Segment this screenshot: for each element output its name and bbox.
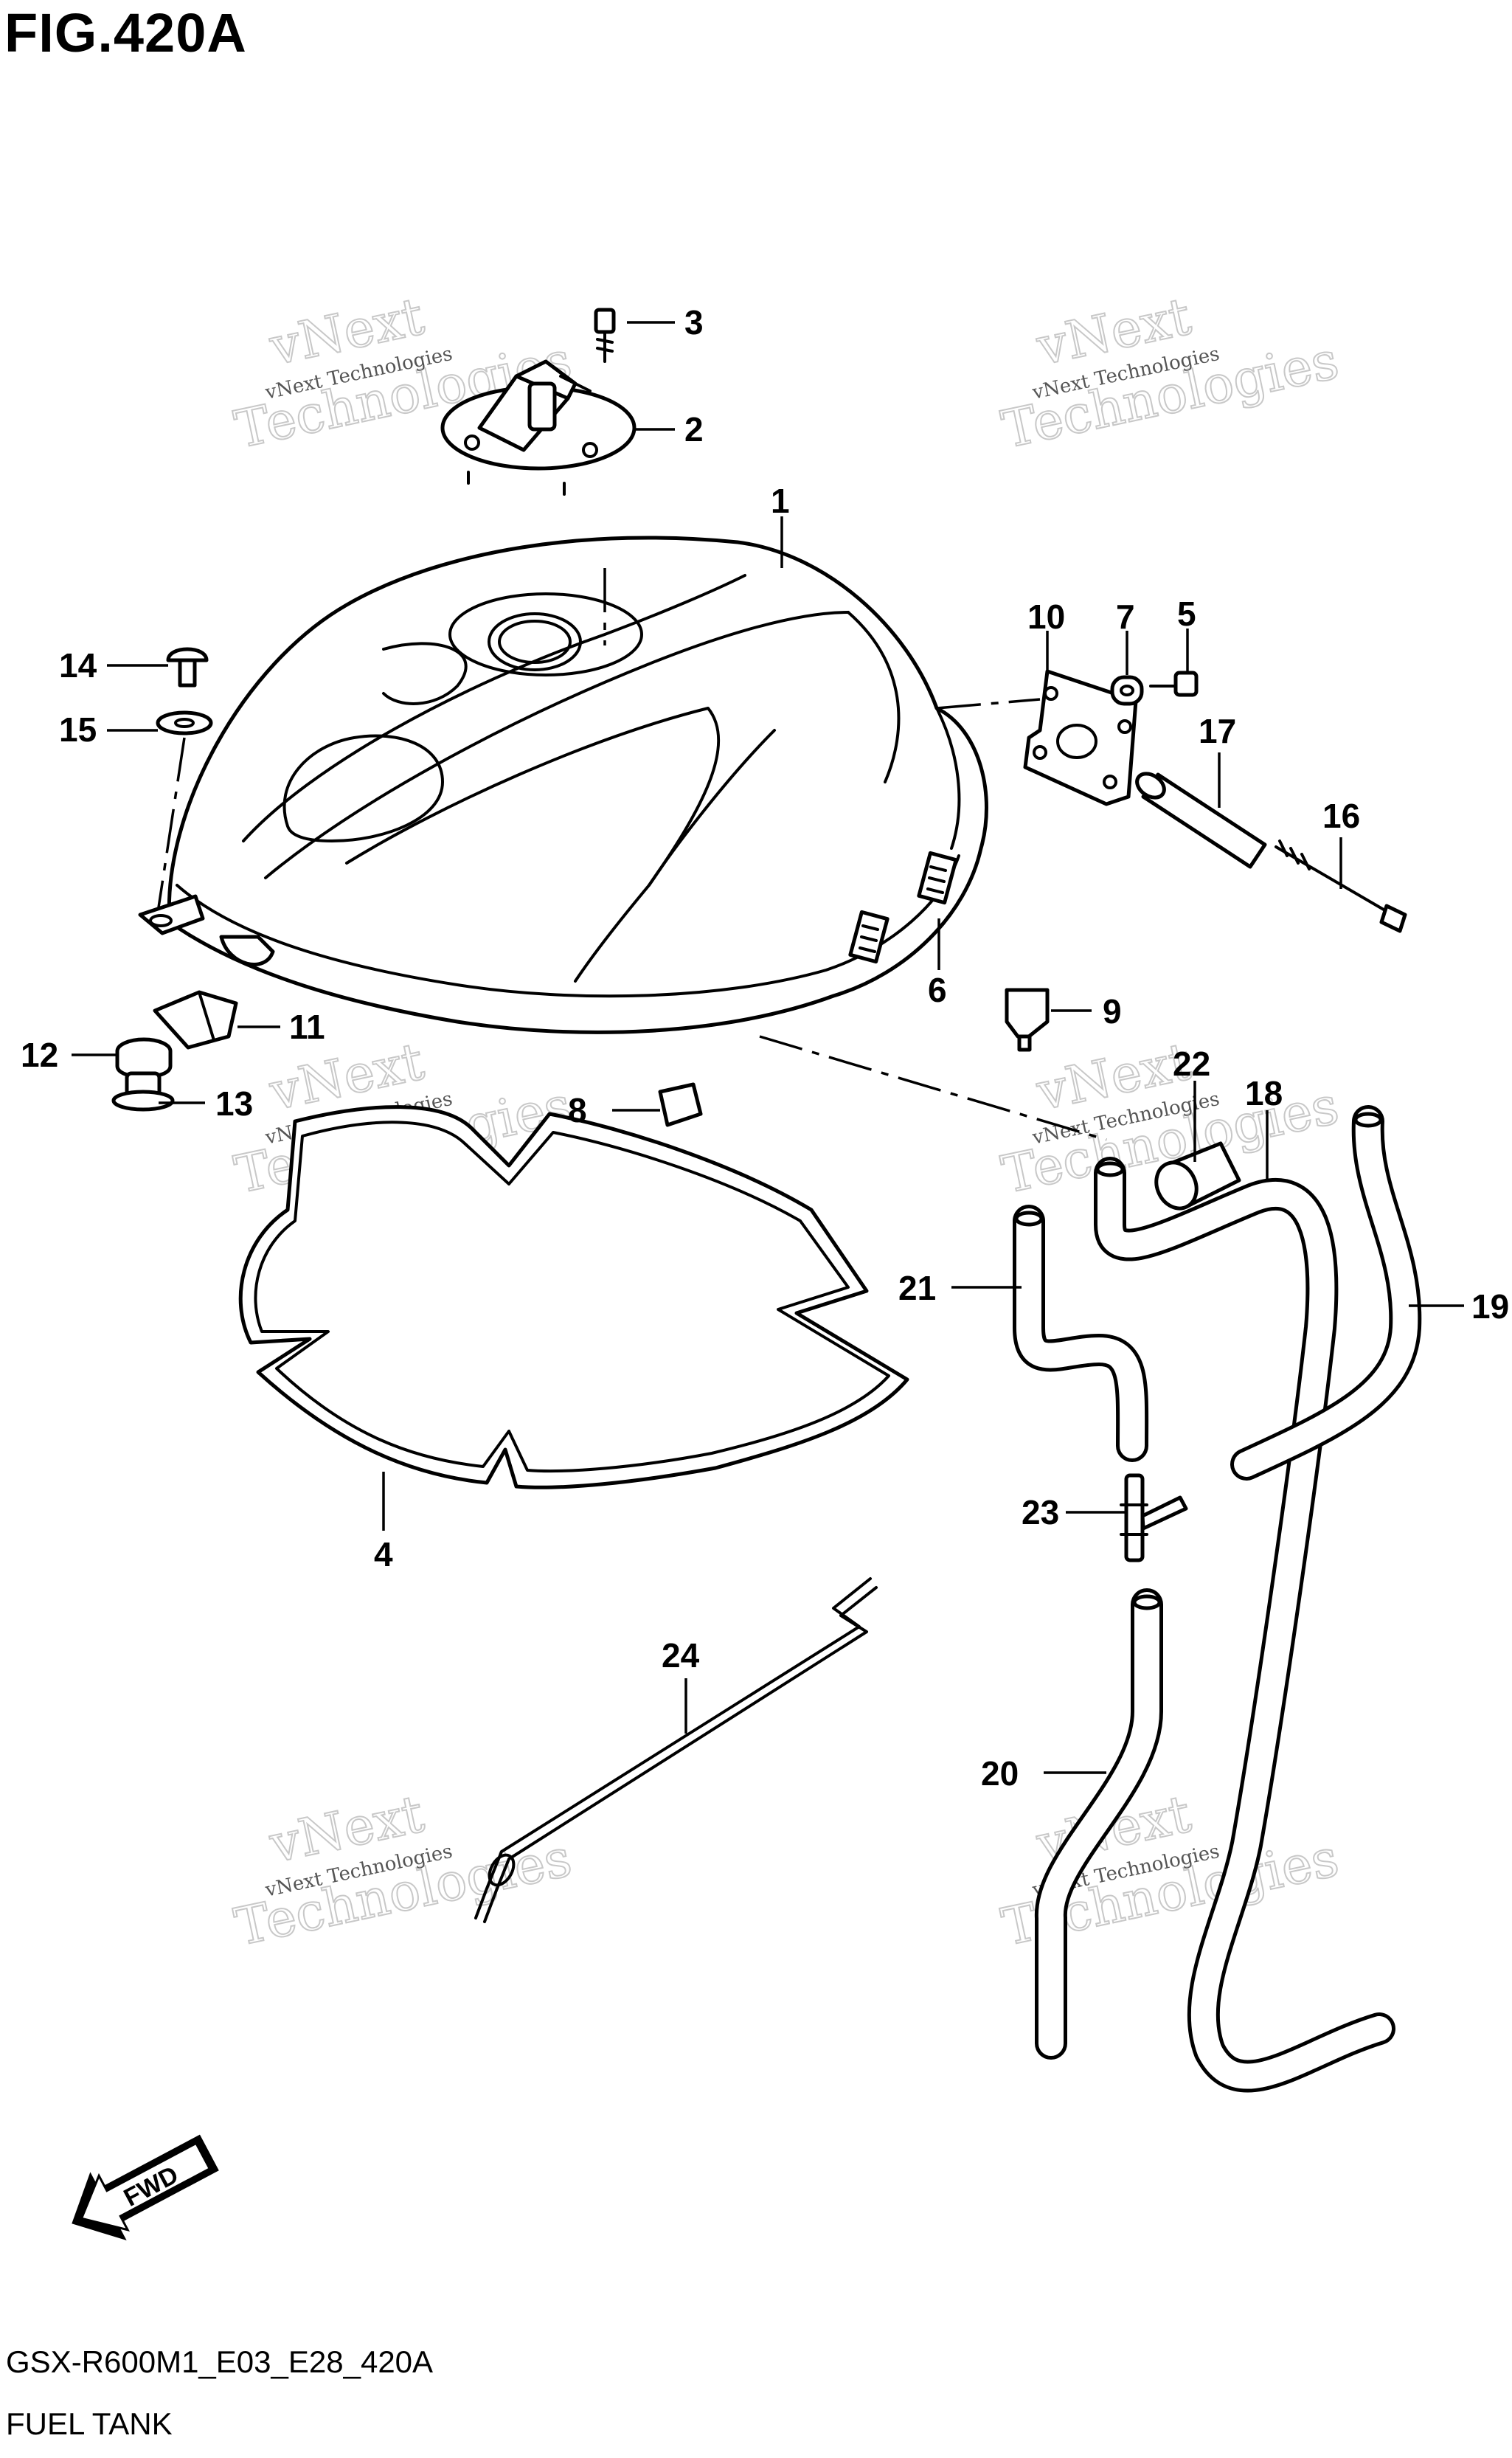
bolt-part-13[interactable] [111, 1071, 175, 1112]
callout-9: 9 [1103, 992, 1122, 1031]
rod-part-24[interactable] [474, 1577, 878, 1923]
figure-title: FIG.420A [4, 2, 247, 63]
watermark-bottom-left: vNext Technologies vNext Technologies [229, 1782, 577, 1958]
callout-18: 18 [1245, 1074, 1283, 1112]
figure-caption: FUEL TANK [6, 2406, 173, 2441]
collar-part-22[interactable] [1149, 1141, 1241, 1215]
callout-22: 22 [1173, 1045, 1210, 1083]
hose-part-21[interactable] [1013, 1205, 1149, 1462]
damper-part-11[interactable] [153, 990, 238, 1050]
callout-1: 1 [771, 482, 790, 520]
callout-19: 19 [1471, 1287, 1509, 1326]
collar-part-17[interactable] [1133, 769, 1267, 869]
fwd-arrow-icon: FWD [72, 2134, 219, 2241]
t-joint-part-23[interactable] [1120, 1473, 1188, 1562]
washer-part-15[interactable] [156, 710, 213, 735]
bolt-part-3[interactable] [594, 308, 616, 363]
hose-part-18[interactable] [1094, 1157, 1395, 2093]
callout-8: 8 [568, 1091, 587, 1129]
callout-13: 13 [215, 1084, 253, 1123]
callout-21: 21 [898, 1269, 936, 1307]
vent-grille-part-6[interactable] [917, 851, 958, 905]
vent-slot-left [848, 910, 889, 964]
clip-part-8[interactable] [658, 1082, 703, 1127]
callout-16: 16 [1322, 797, 1360, 835]
callout-23: 23 [1022, 1493, 1059, 1531]
fuel-cap-part-2[interactable] [440, 359, 637, 496]
callout-15: 15 [59, 710, 97, 749]
callout-11: 11 [289, 1008, 325, 1046]
bracket-plate-part-10[interactable] [1023, 669, 1138, 806]
leader-lines [72, 321, 1464, 1774]
callout-5: 5 [1177, 595, 1196, 633]
callout-10: 10 [1027, 598, 1065, 636]
callout-14: 14 [59, 646, 97, 685]
callout-12: 12 [21, 1036, 58, 1074]
callout-2: 2 [684, 410, 704, 449]
cushion-part-12[interactable] [115, 1037, 173, 1079]
watermark-top-right: vNext Technologies vNext Technologies [996, 285, 1344, 460]
valve-part-9[interactable] [1005, 988, 1050, 1052]
callout-labels: 3 2 1 10 7 5 17 16 14 15 11 12 13 6 9 8 … [21, 303, 1509, 1793]
screw-part-14[interactable] [166, 647, 209, 688]
bolt-part-16[interactable] [1275, 839, 1407, 933]
callout-7: 7 [1116, 598, 1135, 636]
grommet-part-7[interactable] [1110, 675, 1144, 706]
fuel-tank-part-1[interactable] [138, 536, 988, 1034]
callout-4: 4 [374, 1535, 393, 1574]
hose-part-20[interactable] [1034, 1588, 1163, 2060]
callout-6: 6 [928, 971, 947, 1009]
callout-20: 20 [981, 1754, 1019, 1793]
bolt-part-5[interactable] [1149, 671, 1199, 697]
model-code: GSX-R600M1_E03_E28_420A [6, 2344, 434, 2379]
callout-17: 17 [1199, 712, 1236, 750]
hose-part-19[interactable] [1230, 1105, 1422, 1481]
cushion-seal-part-4[interactable] [238, 1105, 909, 1489]
callout-24: 24 [662, 1636, 700, 1675]
callout-3: 3 [684, 303, 704, 342]
